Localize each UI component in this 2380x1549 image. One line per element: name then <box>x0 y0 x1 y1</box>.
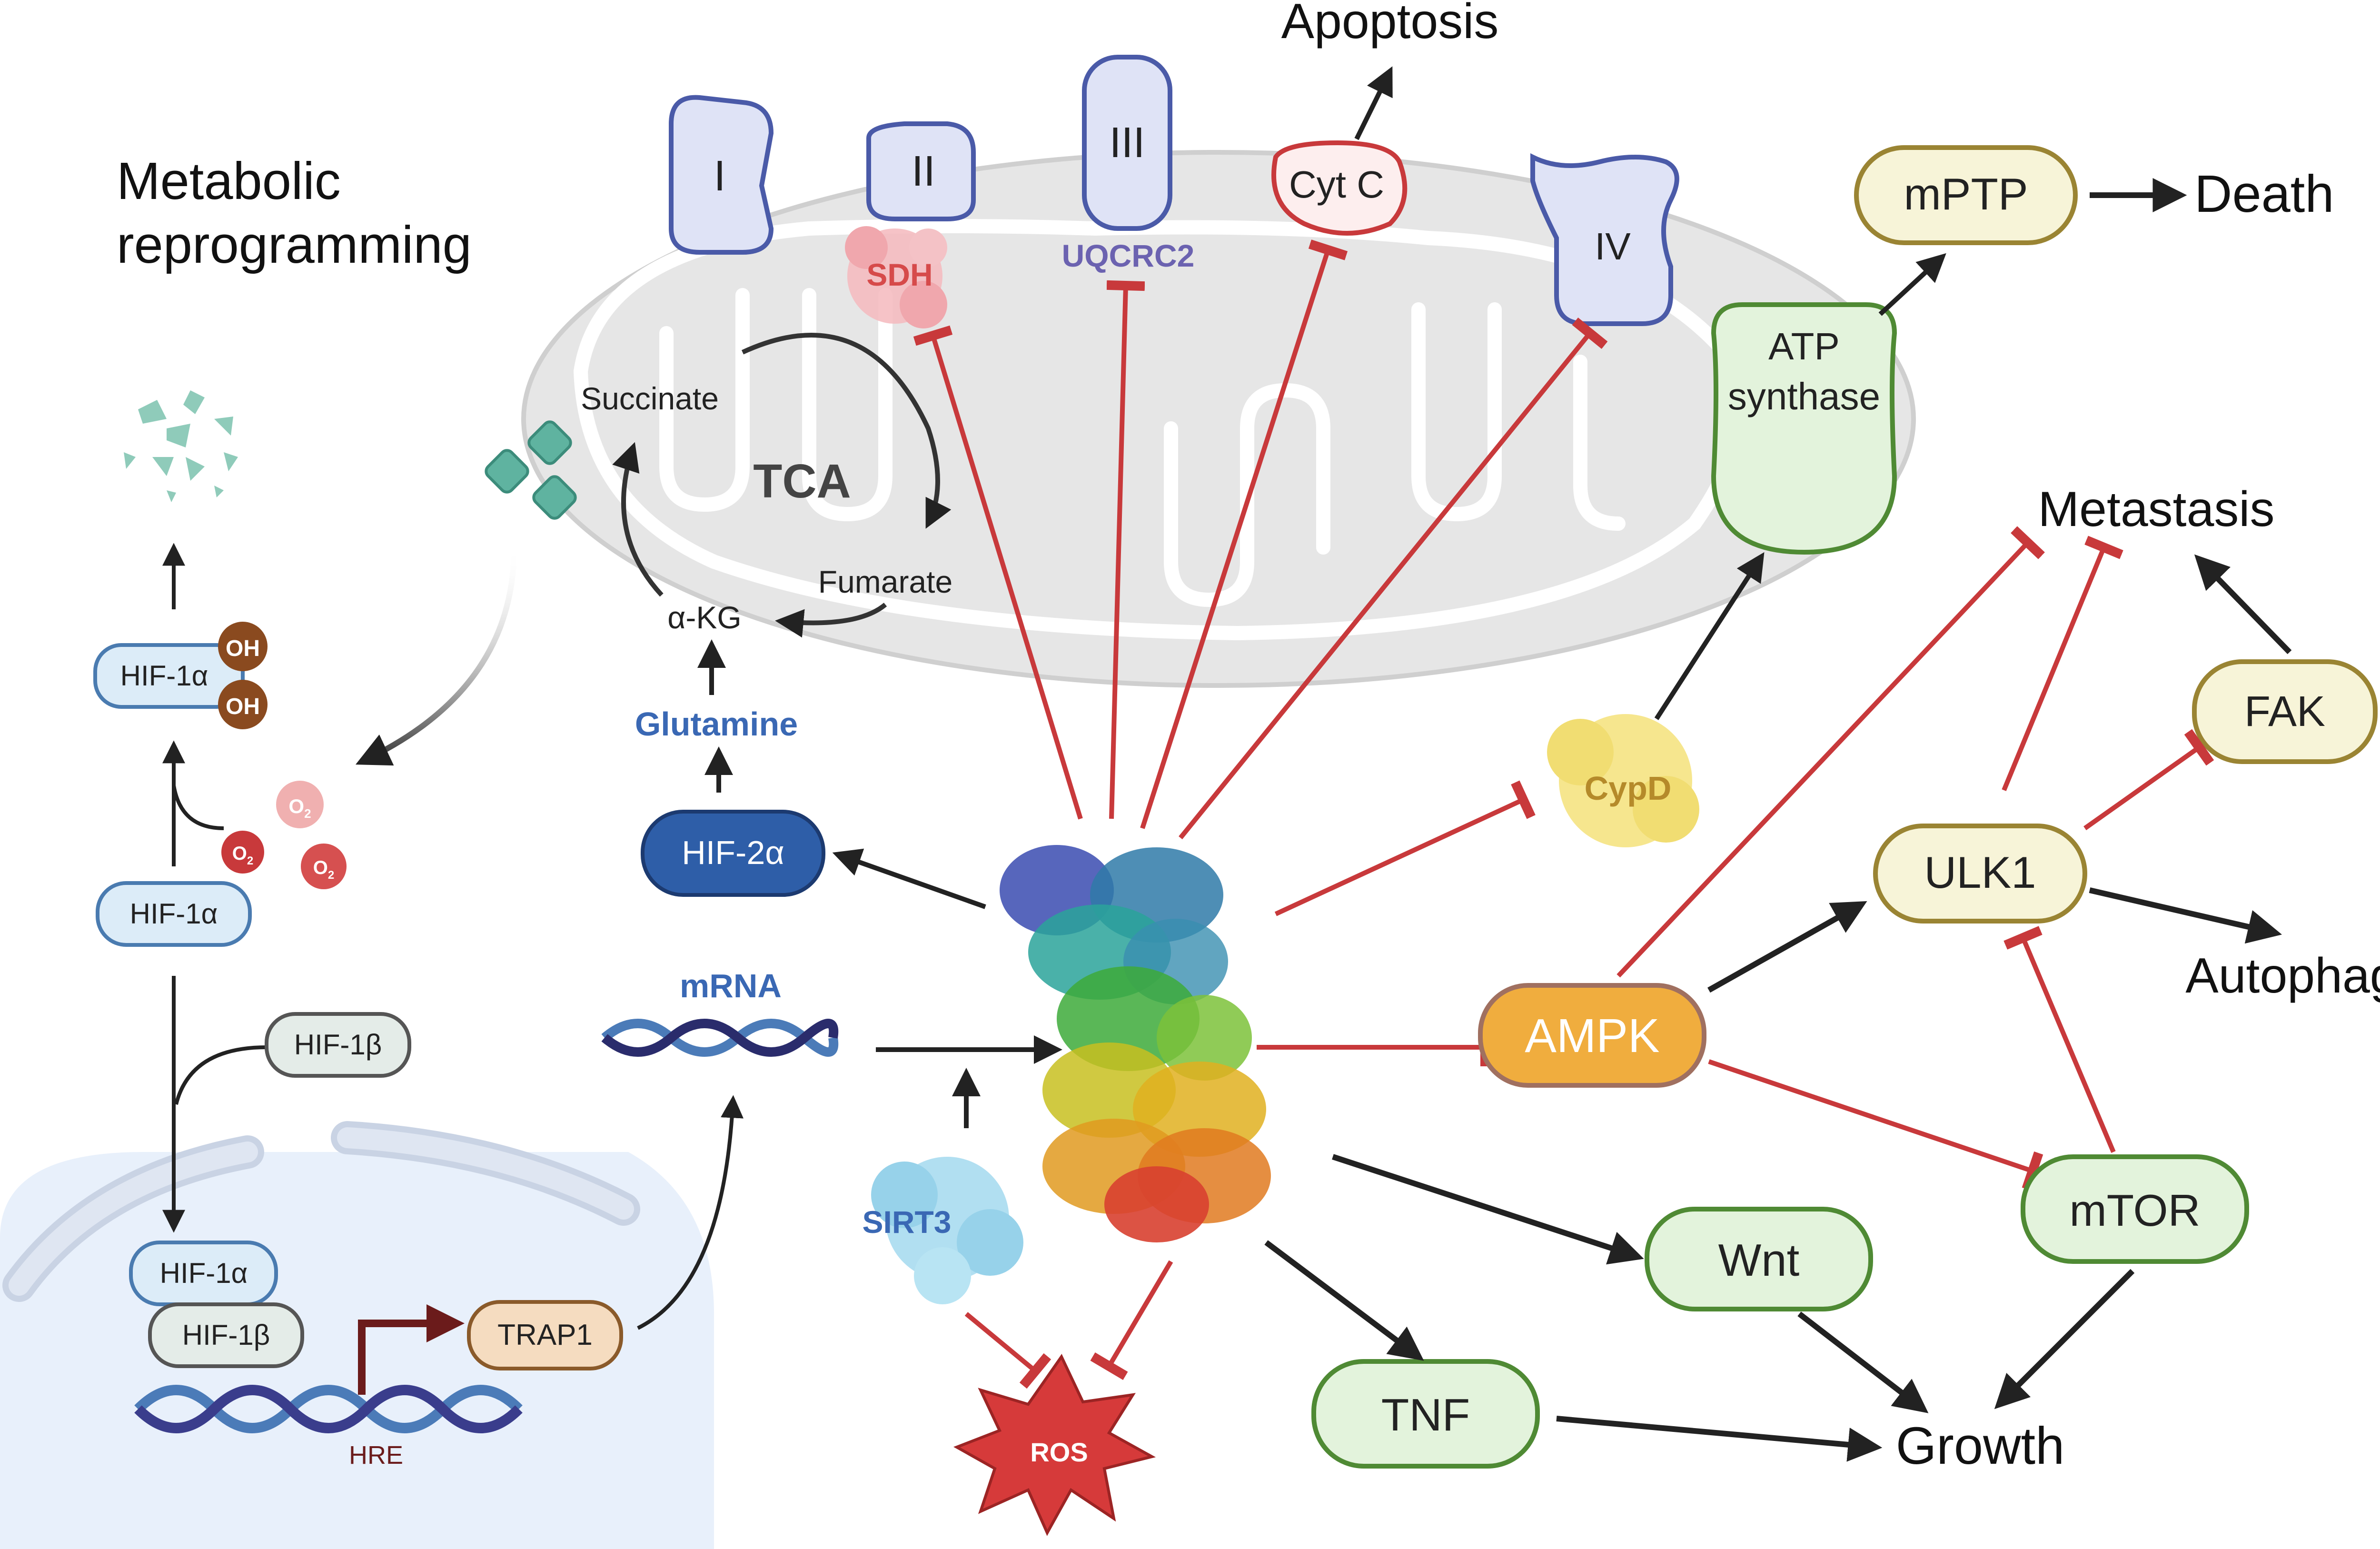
svg-text:IV: IV <box>1595 225 1631 268</box>
svg-text:mTOR: mTOR <box>2069 1185 2200 1235</box>
svg-text:Wnt: Wnt <box>1718 1235 1800 1286</box>
svg-text:SIRT3: SIRT3 <box>862 1204 951 1240</box>
svg-text:HIF-1β: HIF-1β <box>294 1029 382 1061</box>
cypd-protein: CypD <box>1547 714 1699 847</box>
uqcrc2-label: UQCRC2 <box>1062 238 1195 273</box>
svg-text:mPTP: mPTP <box>1904 169 2028 219</box>
hif1a-node: HIF-1α <box>96 881 252 947</box>
complex-iv: IV <box>1530 153 1679 326</box>
svg-text:HIF-1α: HIF-1α <box>130 898 218 930</box>
apoptosis-label: Apoptosis <box>1281 0 1499 49</box>
svg-text:TCA: TCA <box>753 455 851 508</box>
fak-node: FAK <box>2192 659 2378 764</box>
svg-text:HIF-1α: HIF-1α <box>120 660 208 692</box>
svg-text:I: I <box>714 152 725 200</box>
hif1a-hydroxylated: HIF-1α OH OH <box>93 622 268 729</box>
hre-label: HRE <box>349 1441 403 1470</box>
succinate-particles <box>485 420 577 520</box>
hif2a-node: HIF-2α <box>641 810 825 897</box>
mtor-node: mTOR <box>2021 1154 2249 1264</box>
autophagy-label: Autophagy <box>2185 948 2380 1003</box>
mrna-label: mRNA <box>680 967 782 1004</box>
ampk-node: AMPK <box>1478 983 1706 1088</box>
inhibition-lines <box>913 239 1608 1066</box>
hif-complex: HIF-1α HIF-1β <box>129 1241 304 1368</box>
released-fragments <box>124 390 238 502</box>
svg-text:AMPK: AMPK <box>1525 1009 1659 1062</box>
svg-text:HIF-2α: HIF-2α <box>682 834 784 871</box>
tnf-node: TNF <box>1311 1359 1540 1469</box>
mptp-node: mPTP <box>1854 145 2078 245</box>
svg-text:HIF-1β: HIF-1β <box>182 1319 270 1351</box>
complex-i: I <box>669 95 774 255</box>
svg-text:Cyt C: Cyt C <box>1289 163 1384 206</box>
hif1b-node: HIF-1β <box>265 1012 411 1078</box>
svg-text:CypD: CypD <box>1585 770 1672 807</box>
svg-text:TRAP1: TRAP1 <box>497 1319 593 1351</box>
svg-text:synthase: synthase <box>1728 375 1880 417</box>
metastasis-label: Metastasis <box>2038 482 2274 537</box>
svg-text:α-KG: α-KG <box>667 600 742 635</box>
oxygen-molecules: O2 O2 O2 <box>221 781 347 889</box>
svg-text:Succinate: Succinate <box>581 381 719 416</box>
svg-text:III: III <box>1109 119 1145 167</box>
dna-helix-nucleus <box>134 1385 523 1433</box>
svg-text:ULK1: ULK1 <box>1924 847 2036 897</box>
growth-label: Growth <box>1896 1417 2065 1475</box>
complex-ii: II <box>866 121 976 221</box>
sdh-protein: SDH <box>845 226 947 328</box>
svg-text:SDH: SDH <box>866 257 932 292</box>
atp-synthase: ATP synthase <box>1711 302 1897 555</box>
mrna-helix <box>601 1019 839 1057</box>
svg-text:O2: O2 <box>288 795 311 821</box>
svg-text:O2: O2 <box>232 843 253 867</box>
svg-text:OH: OH <box>226 694 260 719</box>
svg-text:ATP: ATP <box>1768 325 1840 367</box>
svg-text:TNF: TNF <box>1381 1390 1470 1440</box>
svg-text:ROS: ROS <box>1030 1437 1088 1467</box>
svg-text:Fumarate: Fumarate <box>818 564 952 599</box>
glutamine-label: Glutamine <box>635 705 798 743</box>
trap1-protein-structure <box>1000 845 1271 1242</box>
svg-text:FAK: FAK <box>2244 688 2325 735</box>
sirt3-protein: SIRT3 <box>862 1157 1023 1304</box>
svg-text:OH: OH <box>226 636 260 661</box>
tca-cycle: TCA Succinate Fumarate α-KG <box>581 333 952 638</box>
death-label: Death <box>2194 165 2334 223</box>
complex-iii: III <box>1082 55 1172 231</box>
svg-text:II: II <box>912 148 935 195</box>
wnt-node: Wnt <box>1645 1207 1873 1311</box>
svg-text:HIF-1α: HIF-1α <box>160 1257 248 1289</box>
trap1-gene-node: TRAP1 <box>467 1300 623 1370</box>
section-title-line2: reprogramming <box>117 216 472 274</box>
cytochrome-c: Cyt C <box>1271 140 1408 236</box>
svg-text:O2: O2 <box>313 857 334 882</box>
ros-burst: ROS <box>953 1354 1156 1536</box>
ulk1-node: ULK1 <box>1873 824 2087 923</box>
section-title-line1: Metabolic <box>117 152 341 210</box>
